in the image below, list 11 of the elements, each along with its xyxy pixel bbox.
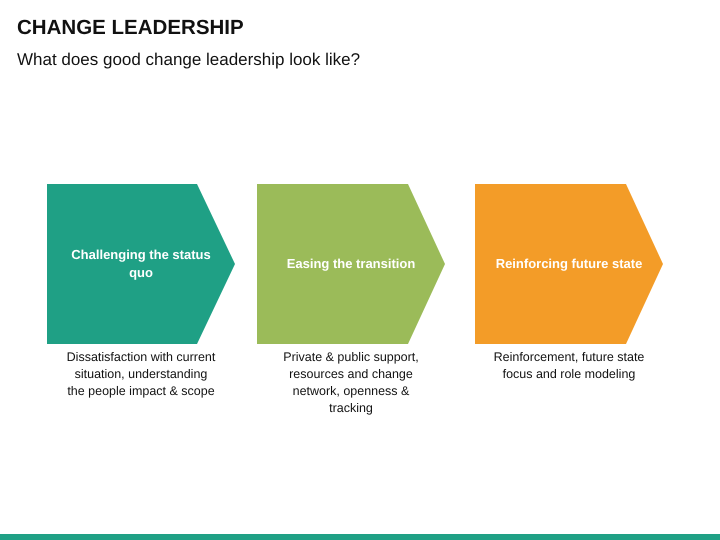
step-title: Challenging the status quo — [70, 246, 212, 282]
chevron-step — [47, 184, 235, 344]
step-title: Easing the transition — [286, 255, 416, 273]
step-description: Dissatisfaction with current situation, understanding the people impact & scope — [66, 349, 216, 400]
chevron-step — [475, 184, 663, 344]
step-description: Reinforcement, future state focus and role modeling — [492, 349, 646, 383]
slide-title: CHANGE LEADERSHIP — [17, 15, 244, 41]
slide-subtitle: What does good change leadership look like? — [17, 49, 360, 71]
step-description: Private & public support, resources and change network, openness & tracking — [282, 349, 420, 417]
step-title: Reinforcing future state — [494, 255, 644, 273]
chevron-step — [257, 184, 445, 344]
